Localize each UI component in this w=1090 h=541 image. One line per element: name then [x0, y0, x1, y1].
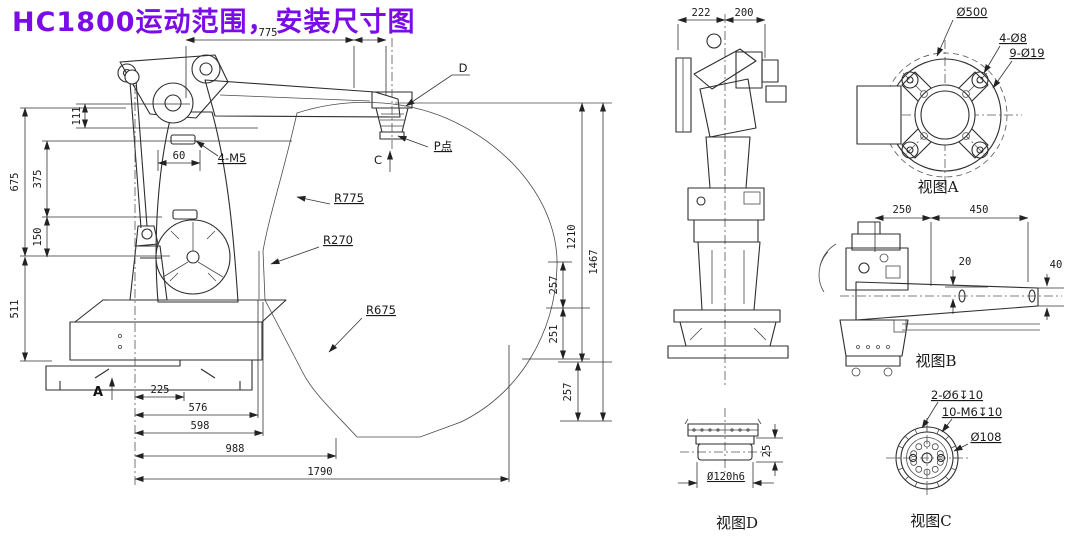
label-4-m5: 4-M5 — [218, 151, 247, 165]
dim-1467: 1467 — [588, 249, 600, 274]
view-b-caption: 视图B — [915, 352, 956, 370]
label-dia-108: Ø108 — [970, 430, 1001, 444]
view-a-labels: Ø500 4-Ø8 9-Ø19 视图A — [918, 5, 1045, 196]
robot-side-view-art — [45, 38, 413, 391]
dim-1210: 1210 — [566, 224, 578, 249]
label-point-d: D — [459, 61, 468, 75]
dim-250: 250 — [893, 204, 912, 216]
dim-200: 200 — [735, 7, 754, 19]
view-a: Ø500 4-Ø8 9-Ø19 视图A — [856, 5, 1045, 196]
view-c-art — [886, 418, 968, 498]
middle-view-dimensions: 222 200 — [677, 7, 766, 388]
drawing-title: HC1800运动范围，安装尺寸图 — [12, 7, 416, 38]
dim-775: 775 — [259, 27, 278, 39]
view-b-dimensions: 250 450 20 40 — [874, 204, 1064, 320]
label-9-dia19: 9-Ø19 — [1009, 46, 1044, 60]
dim-511: 511 — [9, 300, 21, 319]
dim-225: 225 — [151, 384, 170, 396]
label-r270: R270 — [323, 233, 353, 247]
dim-598: 598 — [191, 420, 210, 432]
view-c-caption: 视图C — [910, 512, 951, 530]
view-c-bolt-holes — [908, 440, 946, 476]
view-c-rim-ticks — [896, 427, 958, 489]
dim-257-lower: 257 — [562, 383, 574, 402]
view-d-dimensions: Ø120h6 25 — [678, 424, 783, 488]
dim-111: 111 — [71, 107, 83, 126]
view-b: 250 450 20 40 — [818, 204, 1064, 377]
dim-576: 576 — [189, 402, 208, 414]
label-point-c: C — [374, 153, 382, 167]
view-a-art — [856, 40, 1022, 192]
label-r775: R775 — [334, 191, 364, 205]
middle-view: 222 200 — [667, 7, 789, 388]
motion-envelope — [258, 101, 612, 438]
dim-40: 40 — [1050, 259, 1063, 271]
dim-257-upper: 257 — [548, 276, 560, 295]
dim-dia-120h6: Ø120h6 — [707, 471, 745, 483]
dim-450: 450 — [970, 204, 989, 216]
view-a-caption: 视图A — [918, 178, 959, 196]
view-c: 2-Ø6↧10 10-M6↧10 Ø108 视图C — [886, 388, 1002, 530]
dim-25: 25 — [761, 445, 773, 458]
dim-20: 20 — [959, 256, 972, 268]
label-point-p: P点 — [434, 139, 452, 153]
view-b-art — [818, 221, 1062, 377]
main-view-dimensions: 775 111 675 375 150 511 60 — [9, 27, 612, 485]
dim-251: 251 — [548, 325, 560, 344]
dim-988: 988 — [226, 443, 245, 455]
dim-1790: 1790 — [307, 466, 332, 478]
dim-222: 222 — [692, 7, 711, 19]
dim-375: 375 — [32, 170, 44, 189]
view-d-caption: 视图D — [716, 514, 758, 532]
label-section-a: A — [93, 385, 103, 400]
label-10-m6-depth10: 10-M6↧10 — [942, 405, 1002, 419]
dim-60: 60 — [173, 150, 186, 162]
label-2-dia6-depth10: 2-Ø6↧10 — [931, 388, 983, 402]
view-d: Ø120h6 25 视图D — [678, 408, 783, 532]
main-view: 775 111 675 375 150 511 60 — [9, 27, 612, 485]
label-dia-500: Ø500 — [956, 5, 987, 19]
label-r675: R675 — [366, 303, 396, 317]
dim-150: 150 — [32, 228, 44, 247]
view-c-labels: 2-Ø6↧10 10-M6↧10 Ø108 — [921, 388, 1002, 452]
view-d-art — [680, 408, 772, 472]
label-4-dia8: 4-Ø8 — [999, 31, 1027, 45]
robot-front-view-art — [667, 33, 789, 359]
dim-675: 675 — [9, 173, 21, 192]
